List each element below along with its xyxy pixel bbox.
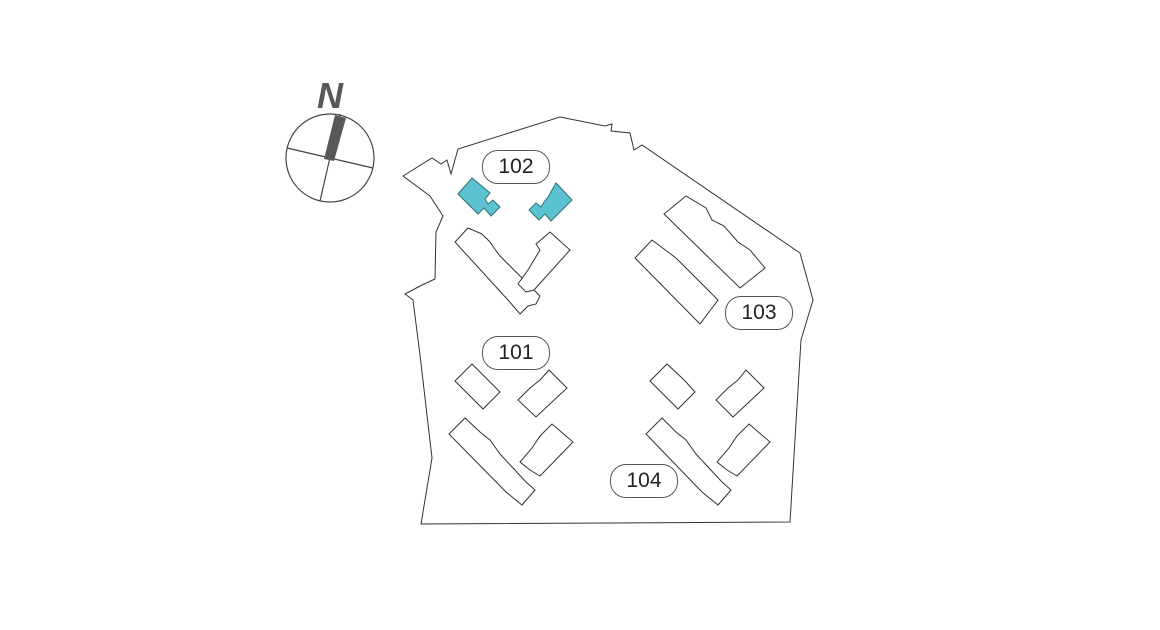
compass-needle [324,115,346,161]
building-102-d [517,231,571,293]
building-102-b [528,182,573,222]
building-104-c [645,417,732,506]
compass [285,113,375,203]
building-101-c [448,417,536,506]
building-104-b [715,369,765,418]
section-label-104[interactable]: 104 [610,464,678,498]
building-102-c [454,227,541,315]
section-label-103[interactable]: 103 [725,296,793,330]
building-103-a [663,195,766,289]
north-label: N [317,75,344,116]
building-cluster-102[interactable] [454,177,573,315]
building-103-b [634,239,719,325]
building-cluster-104[interactable] [645,363,771,506]
section-label-102[interactable]: 102 [482,150,550,184]
building-101-d [519,423,574,477]
building-101-b [517,369,568,418]
site-boundary [402,116,814,525]
building-cluster-103[interactable] [634,195,766,325]
building-cluster-101[interactable] [448,363,574,506]
section-label-101[interactable]: 101 [482,336,550,370]
building-102-a [457,177,501,217]
building-104-a [649,363,696,410]
building-101-a [454,363,501,410]
building-104-d [716,423,771,477]
